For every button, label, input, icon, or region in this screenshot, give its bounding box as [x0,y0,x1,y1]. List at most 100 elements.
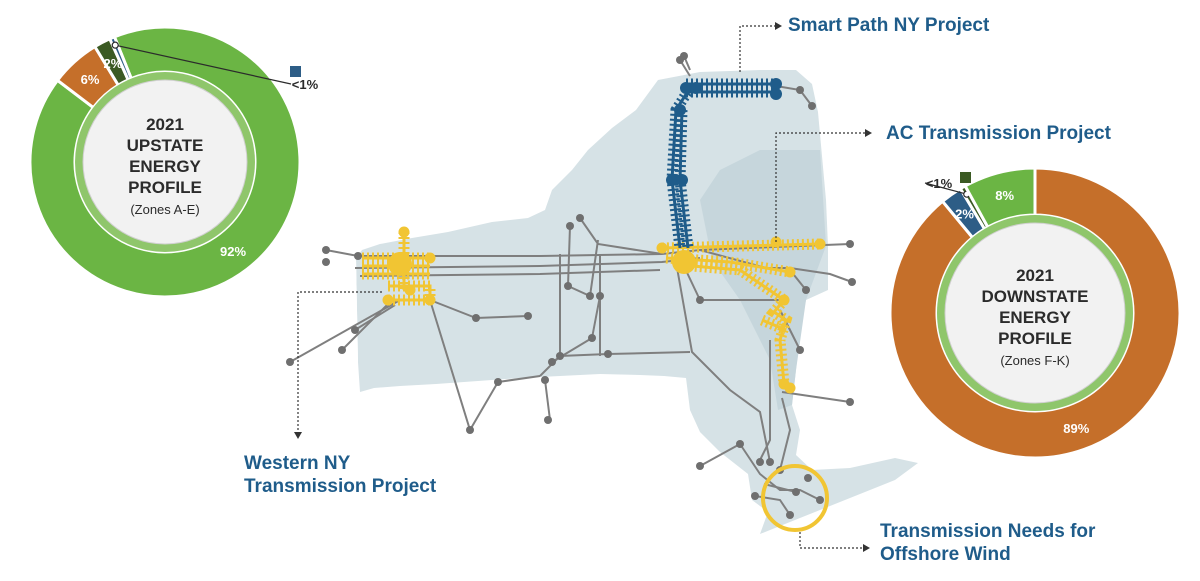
new-york-state-map [356,70,918,534]
substation-node [351,326,359,334]
substation-node [322,258,330,266]
slice-leader-dot [111,41,119,49]
smart-path-callout: Smart Path NY Project [788,15,990,36]
donut-center-title-line: ENERGY [129,157,201,176]
smart-path-node [690,82,702,94]
project-node [784,382,796,394]
slice-label: <1% [926,176,953,191]
substation-node [322,246,330,254]
slice-label: 8% [995,188,1014,203]
substation-node [766,458,774,466]
substation-node [286,358,294,366]
offshore-wind-callout-line1: Transmission Needs for [880,521,1096,542]
western-ny-arrowhead [294,432,302,439]
transmission-line [539,351,691,377]
western-ny-callout-line1: Western NY [244,453,351,474]
offshore-wind-callout-line2: Offshore Wind [880,544,1011,565]
substation-node [846,398,854,406]
smart-path-arrowhead [775,22,782,30]
substation-node [796,86,804,94]
substation-node [756,458,764,466]
smart-path-node [674,104,686,116]
project-line-hatch [666,85,695,249]
substation-node [846,240,854,248]
donut-center-subtitle: (Zones F-K) [1000,353,1069,368]
slice-label: 6% [81,72,100,87]
project-node [382,294,394,306]
substation-node [848,278,856,286]
transmission-line [699,443,741,467]
substation-node [576,214,584,222]
upstate-hydro-legend-square [290,66,301,77]
ac-transmission-arrowhead [865,129,872,137]
downstate-energy-profile-donut: 89%2%<1%8%2021DOWNSTATEENERGYPROFILE(Zon… [888,166,1182,460]
slice-label: 2% [955,206,974,221]
transmission-line [739,443,821,501]
downstate-nuclear-legend-square [960,172,971,183]
project-node [778,294,790,306]
substation-node [604,350,612,358]
slice-label: 89% [1063,421,1089,436]
smart-path-node [666,174,678,186]
project-hub [672,250,696,274]
project-node [814,238,826,250]
substation-node [354,252,362,260]
substation-node [816,496,824,504]
donut-center-title-line: PROFILE [128,178,202,197]
transmission-line [566,225,599,298]
transmission-line [544,379,551,421]
transmission-line [429,299,541,433]
slice-label: 92% [220,244,246,259]
donut-center-disc [82,79,248,245]
project-line-hatch [759,314,789,336]
offshore-wind-highlight-circle [761,464,829,532]
project-node [404,284,416,296]
substation-nodes [286,52,856,519]
substation-node [466,426,474,434]
offshore-arrowhead [863,544,870,552]
transmission-line [759,340,771,461]
substation-node [696,462,704,470]
western-ny-leader [297,291,382,432]
substation-node [786,511,794,519]
substation-node [566,222,574,230]
transmission-line [763,483,797,493]
donut-center-disc [944,222,1126,404]
ac-transmission-callout: AC Transmission Project [886,123,1111,144]
project-node [424,252,436,264]
lake-erie-region [310,258,358,362]
hudson-valley-region [700,150,826,410]
substation-node [524,312,532,320]
substation-node [472,314,480,322]
donut-center-subtitle: (Zones A-E) [130,202,199,217]
substation-node [796,346,804,354]
smart-path-node [676,174,688,186]
substation-node [736,440,744,448]
project-line-hatch [679,259,788,305]
donut-center-title-line: 2021 [146,115,184,134]
project-node [398,226,410,238]
ac-transmission-leader [775,132,865,242]
slice-label: <1% [292,77,319,92]
substation-node [544,416,552,424]
western-ny-callout: Western NY Transmission Project [244,452,436,498]
donut-center-title-line: 2021 [1016,266,1054,285]
substation-node [808,102,816,110]
smart-path-leader [739,25,775,72]
substation-node [676,56,684,64]
smart-path-project-line [666,78,782,249]
project-node [784,266,796,278]
western-ny-callout-line2: Transmission Project [244,476,437,497]
substation-node [596,292,604,300]
substation-node [494,378,502,386]
callout-leaders [294,22,872,552]
substation-node [804,474,812,482]
transmission-line [354,304,396,331]
donut-center-title-line: PROFILE [998,329,1072,348]
offshore-wind-callout: Transmission Needs for Offshore Wind [880,520,1095,566]
project-node [424,294,436,306]
project-node [656,242,668,254]
project-hub [388,252,412,276]
